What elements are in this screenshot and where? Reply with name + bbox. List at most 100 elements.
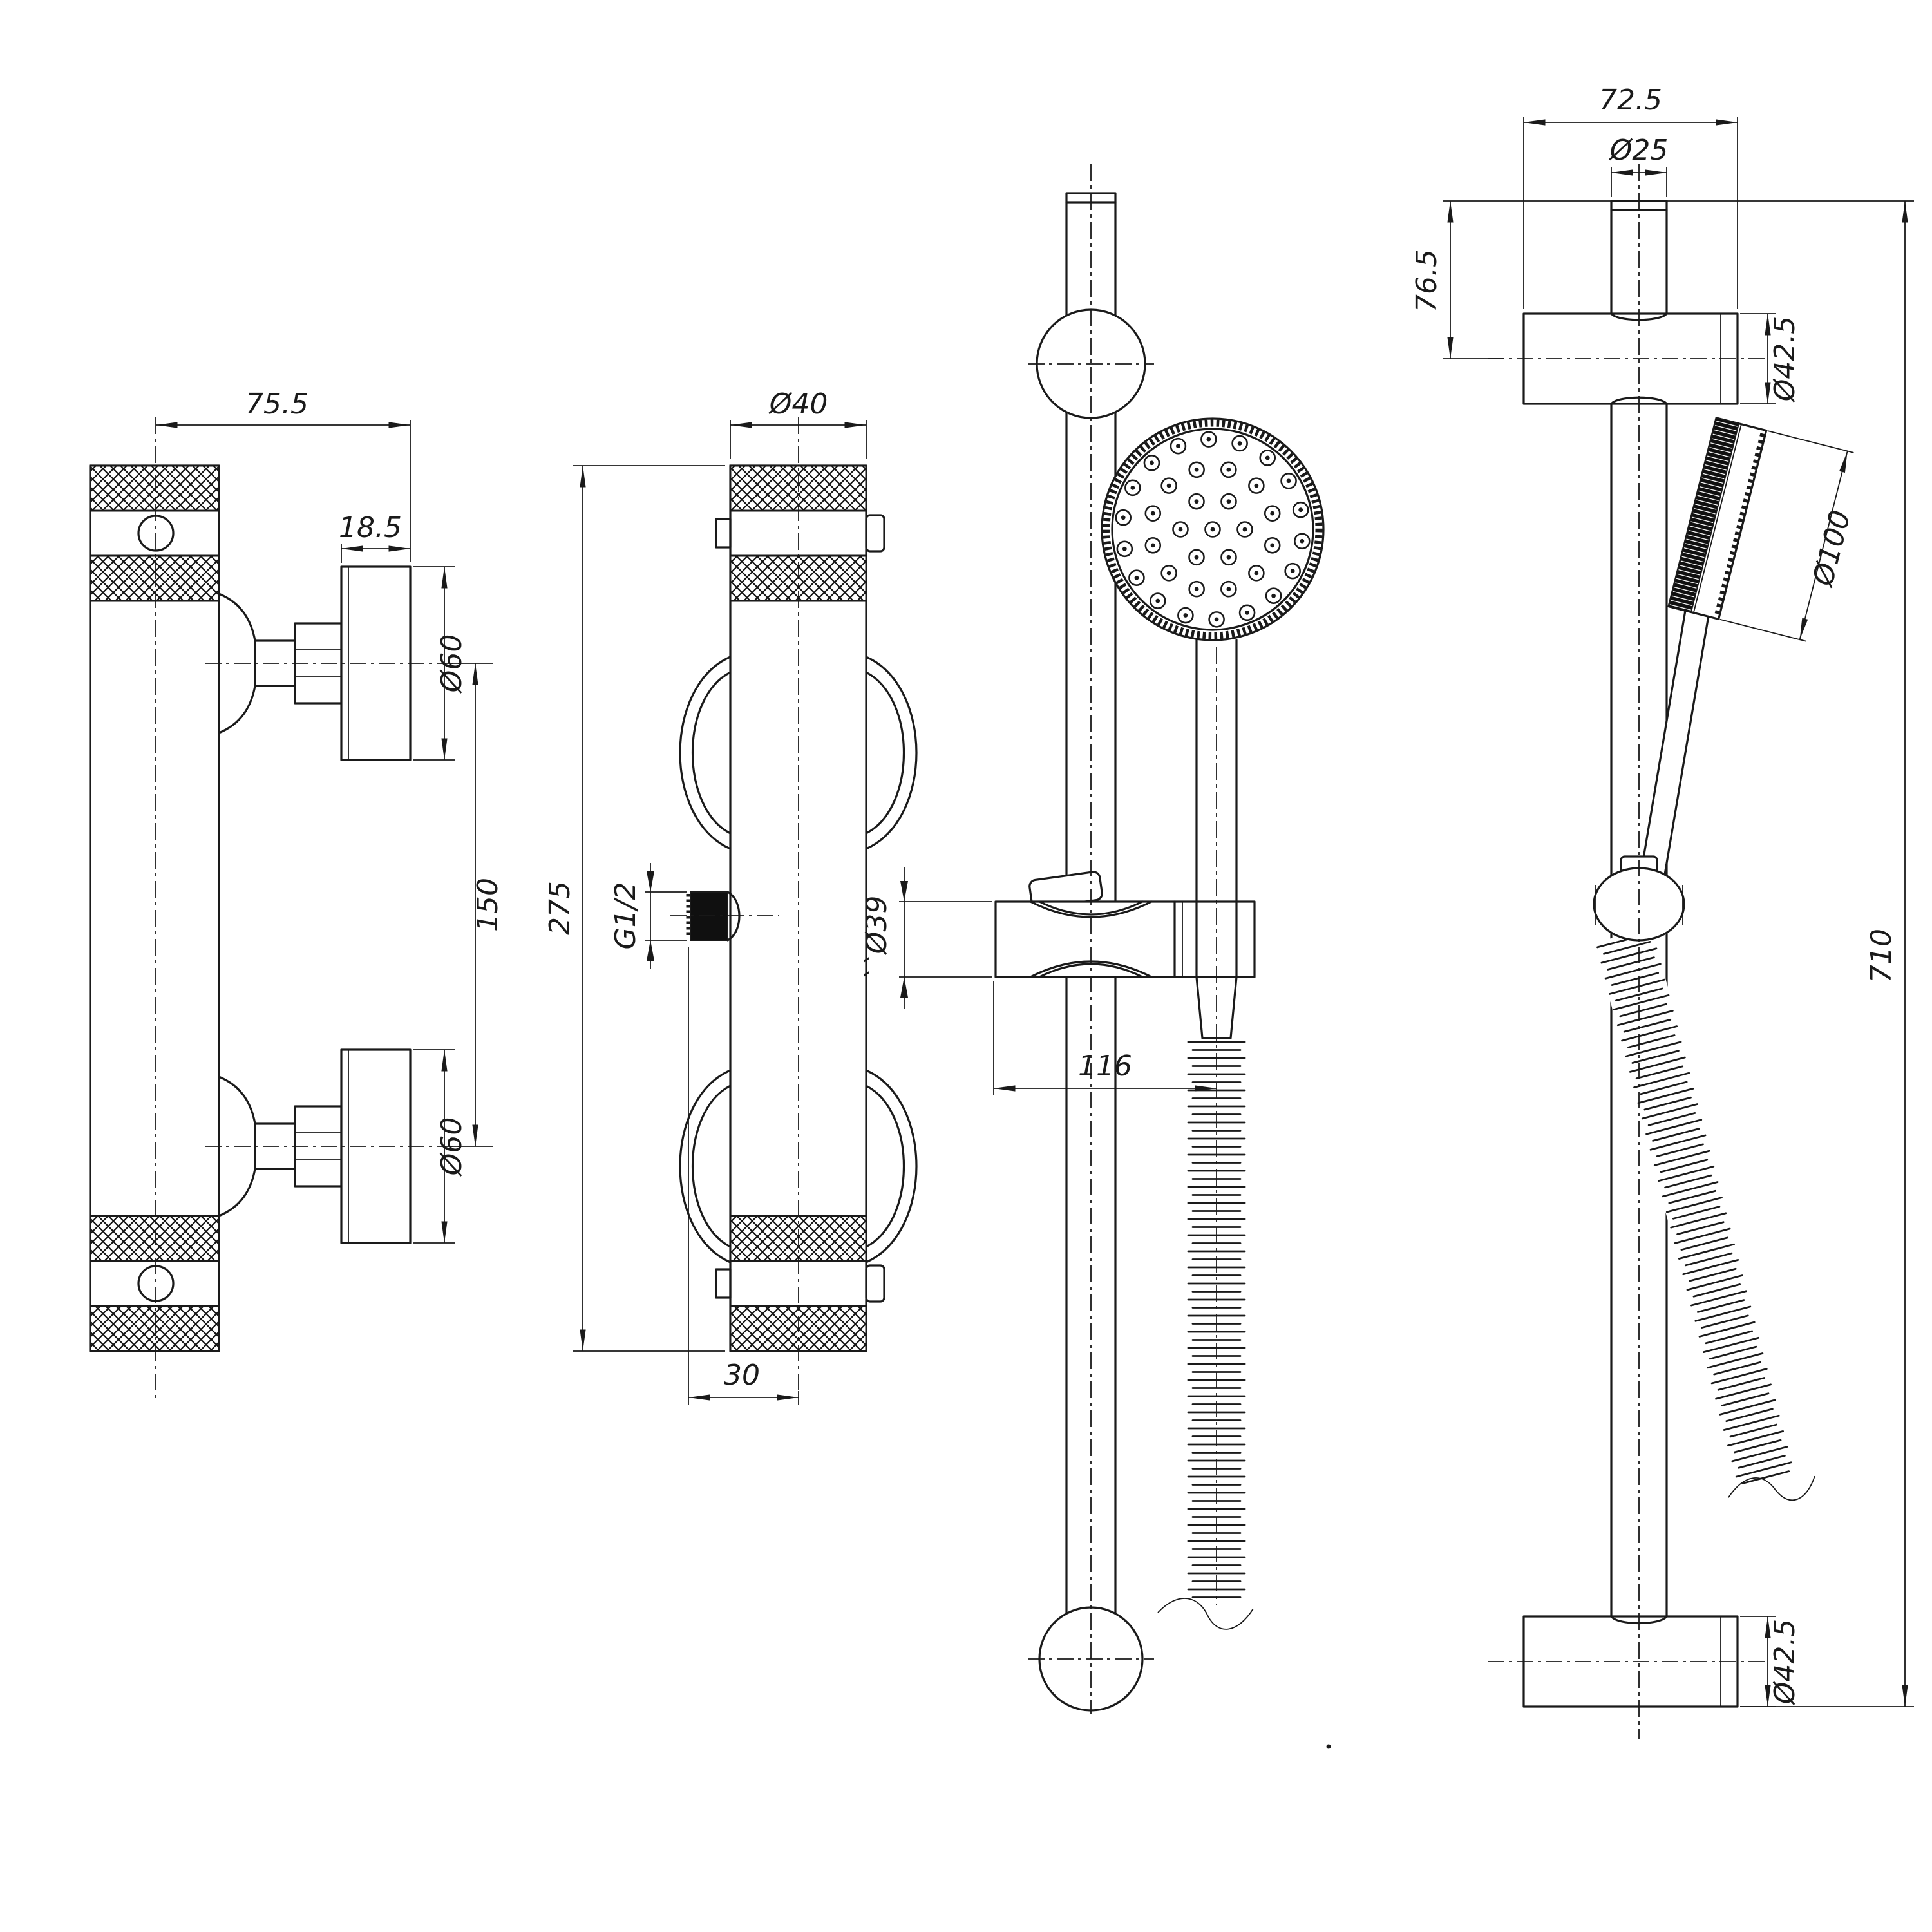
dim-label: 150 [471, 878, 504, 932]
hose-rib [1694, 1305, 1752, 1322]
nozzle [1231, 435, 1248, 452]
hose-rib [1686, 1274, 1743, 1291]
hose-rib [1670, 1212, 1727, 1229]
nozzle [1220, 493, 1237, 510]
nozzle [1259, 450, 1276, 466]
nozzle-dot [1150, 460, 1154, 466]
hose-rib [1709, 1345, 1757, 1360]
hose-rib [1741, 1470, 1790, 1484]
nozzle [1144, 537, 1162, 554]
hose-rib [1734, 1439, 1782, 1454]
nozzle-dot [1270, 543, 1275, 548]
dim-rail-length-710: 710 [1740, 201, 1914, 1707]
nozzle-dot [1237, 441, 1242, 446]
hose-rib [1603, 941, 1651, 955]
thread-stub-g12 [686, 891, 741, 942]
nozzle-dot [1254, 571, 1259, 576]
hose-rib [1609, 978, 1666, 995]
nozzle [1116, 540, 1133, 558]
nozzle-dot [1134, 575, 1139, 580]
valve-side-view: Ø40 275 G1/2 30 [544, 388, 918, 1405]
hose-rib [1710, 1368, 1768, 1385]
spray-face-edge [1667, 417, 1740, 613]
hose-rib [1665, 1197, 1723, 1213]
hose-rib [1719, 1399, 1776, 1416]
dim-label: Ø40 [768, 388, 828, 421]
rail-front-view: ``Ø39 116 [860, 164, 1325, 1714]
dim-label: Ø60 [435, 634, 468, 694]
hose-rib [1717, 1377, 1766, 1391]
nozzle [1294, 533, 1311, 550]
nozzle-dot [1176, 444, 1180, 449]
nozzle [1264, 505, 1281, 522]
hose-rib [1635, 1065, 1684, 1080]
nozzle [1292, 501, 1309, 518]
handset-handle [1640, 605, 1710, 876]
nozzle-dot [1183, 613, 1188, 618]
side-screw [715, 1268, 732, 1299]
spray-nozzles [1115, 431, 1311, 628]
nozzle [1204, 521, 1221, 538]
dim-handle-dia-top-60: Ø60 [413, 566, 468, 761]
side-screw [715, 518, 732, 549]
nozzle [1264, 537, 1281, 554]
hose-rib [1676, 1221, 1725, 1235]
nozzle-dot [1226, 554, 1231, 560]
nozzle-dot [1166, 571, 1171, 576]
nozzle [1238, 604, 1256, 621]
hose-rib [1649, 1134, 1707, 1151]
nozzle-dot [1194, 467, 1199, 472]
hose-rib [1703, 1336, 1759, 1354]
dim-label: 275 [544, 881, 576, 935]
nozzle [1160, 477, 1177, 494]
nozzle [1188, 493, 1205, 510]
nozzle [1188, 580, 1205, 598]
nozzle [1160, 565, 1177, 582]
hose-rib [1727, 1430, 1784, 1447]
valve-front-view: 75.5 18.5 Ø60 150 Ø60 [89, 388, 504, 1403]
nozzle-dot [1166, 483, 1171, 488]
nozzle [1200, 431, 1217, 448]
nozzle [1248, 477, 1265, 494]
hose-rib [1662, 1181, 1719, 1198]
nozzle [1149, 592, 1166, 609]
nozzle [1170, 437, 1187, 455]
hose-rib [1731, 1446, 1788, 1463]
head-rim-serration [1103, 419, 1323, 639]
hose-rib [1607, 956, 1655, 971]
handset-head: Ø100 [1667, 417, 1857, 642]
hose-rib [1680, 1236, 1728, 1251]
hose-rib [1715, 1383, 1772, 1400]
nozzle-dot [1206, 437, 1211, 442]
head-rim-serration [1714, 433, 1766, 616]
hose-rib [1684, 1252, 1733, 1267]
hose-break-line [1728, 1475, 1815, 1501]
dim-label: Ø42.5 [1768, 316, 1801, 403]
hose-rib [1645, 1119, 1703, 1135]
spring-clip-top [1029, 900, 1153, 918]
nozzle-dot [1194, 554, 1199, 560]
dim-label: ``Ø39 [860, 896, 893, 983]
hose-rib [1738, 1455, 1786, 1469]
dim-bracket-dia-bottom-42-5: Ø42.5 [1740, 1616, 1801, 1707]
hose-rib [1615, 987, 1663, 1002]
hose-rib [1690, 1290, 1747, 1307]
dim-handle-dia-bottom-60: Ø60 [413, 1049, 468, 1244]
nozzle [1220, 549, 1237, 566]
hose-rib [1611, 972, 1660, 986]
dim-overhang-75-5: 75.5 [156, 388, 411, 562]
hose-rib [1637, 1087, 1694, 1104]
hose-rib [1660, 1159, 1709, 1173]
nozzle-dot [1150, 543, 1155, 548]
hose-rib [1623, 1018, 1672, 1033]
hose-rib [1729, 1423, 1778, 1438]
slider-block [994, 900, 1256, 978]
nozzle-dot [1226, 467, 1231, 472]
hose-rib [1713, 1361, 1761, 1376]
nozzle [1220, 461, 1237, 478]
dim-label: 75.5 [245, 388, 308, 421]
nozzle-dot [1271, 593, 1276, 598]
shower-head-face [1101, 417, 1325, 641]
side-screw [865, 1264, 886, 1303]
